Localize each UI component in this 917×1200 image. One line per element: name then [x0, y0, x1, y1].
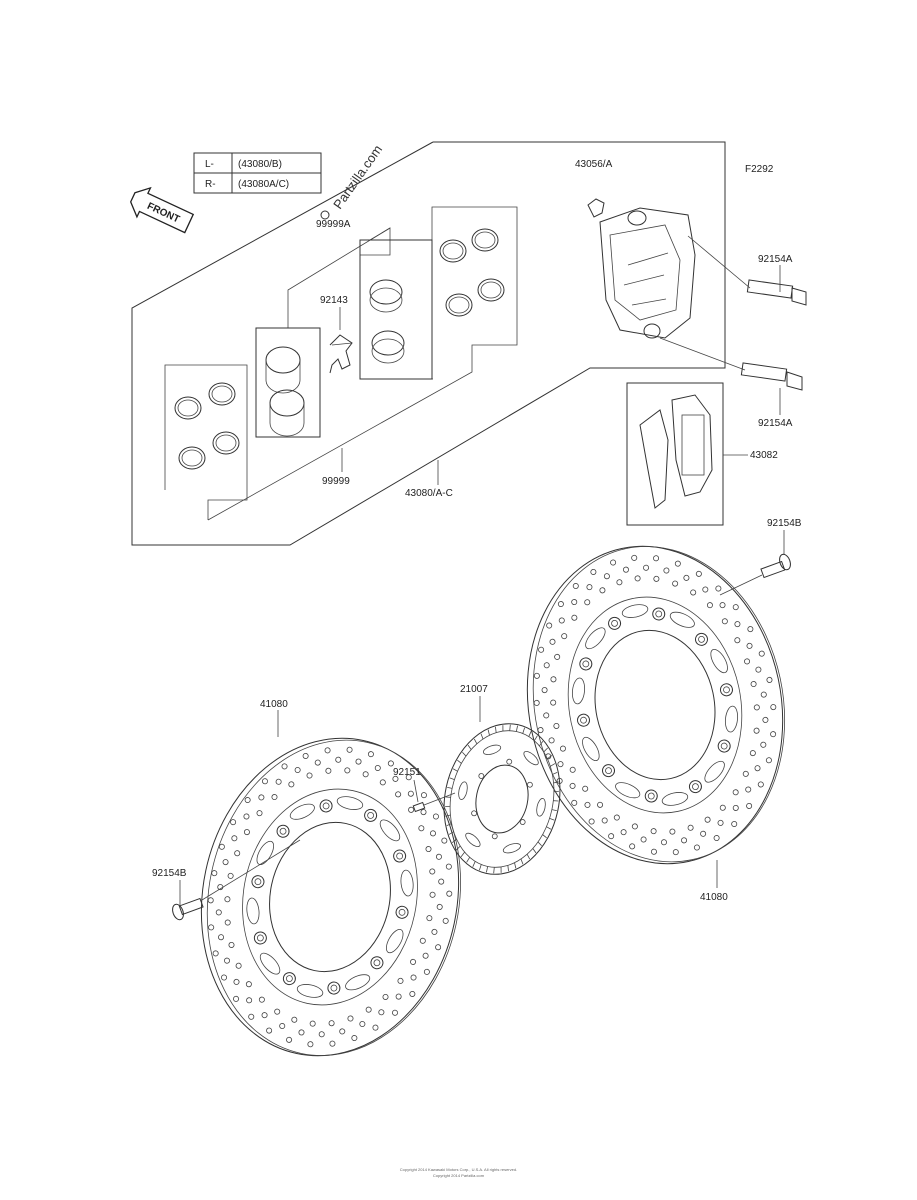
- caliper-assembly-outline: [131, 141, 726, 546]
- footer-line-1: Copyright 2014 Kawasaki Motors Corp., U.…: [399, 1167, 518, 1172]
- label-bolt-b-left: 92154B: [152, 868, 187, 879]
- label-disc-left: 41080: [260, 699, 288, 710]
- disc-bolt-left: [172, 839, 301, 921]
- label-seal-kit-top: 99999A: [316, 219, 351, 230]
- label-screw: 92151: [393, 767, 421, 778]
- watermark: Partzilla.com: [330, 142, 385, 212]
- brake-disc-left: [200, 737, 461, 1057]
- copyright-footer: Copyright 2014 Kawasaki Motors Corp., U.…: [0, 1167, 917, 1179]
- front-arrow-icon: FRONT: [129, 186, 195, 234]
- legend-ref-left: (43080/B): [238, 159, 282, 170]
- rotor-screw: [412, 792, 456, 813]
- label-bolt-a-bottom: 92154A: [758, 418, 793, 429]
- piston-seals-right: [439, 228, 505, 317]
- sensor-rotor: [443, 723, 561, 875]
- pistons: [255, 327, 321, 438]
- legend-side-right: R-: [205, 179, 216, 190]
- label-bolt-b-right: 92154B: [767, 518, 802, 529]
- legend-ref-right: (43080A/C): [238, 179, 289, 190]
- brake-caliper: [587, 198, 696, 339]
- mounting-bolt-bottom: [659, 337, 803, 391]
- seal-kit-bracket: [207, 206, 518, 521]
- brake-pads: [626, 382, 724, 526]
- bleeder-cap-icon: [320, 210, 330, 220]
- piston-seals-left: [174, 382, 240, 470]
- footer-line-2: Copyright 2014 Partzilla.com: [432, 1173, 485, 1178]
- label-seal-kit-bottom: 99999: [322, 476, 350, 487]
- legend-table: L- (43080/B) R- (43080A/C): [193, 152, 322, 194]
- label-bolt-a-top: 92154A: [758, 254, 793, 265]
- brake-disc-right: [526, 545, 786, 865]
- label-caliper-assy: 43080/A-C: [405, 488, 453, 499]
- label-spring: 92143: [320, 295, 348, 306]
- legend-side-left: L-: [205, 159, 214, 170]
- mounting-bolt-top: [687, 235, 807, 306]
- label-sensor-rotor: 21007: [460, 684, 488, 695]
- disc-bolt-right: [719, 530, 791, 596]
- piston-bracket: [256, 227, 391, 438]
- label-pads: 43082: [750, 450, 778, 461]
- pistons-right: [359, 239, 433, 380]
- seal-kit-bracket-left: [164, 364, 248, 520]
- label-caliper: 43056/A: [575, 159, 613, 170]
- pad-spring: [329, 334, 353, 374]
- figure-code: F2292: [745, 164, 774, 175]
- label-disc-right: 41080: [700, 892, 728, 903]
